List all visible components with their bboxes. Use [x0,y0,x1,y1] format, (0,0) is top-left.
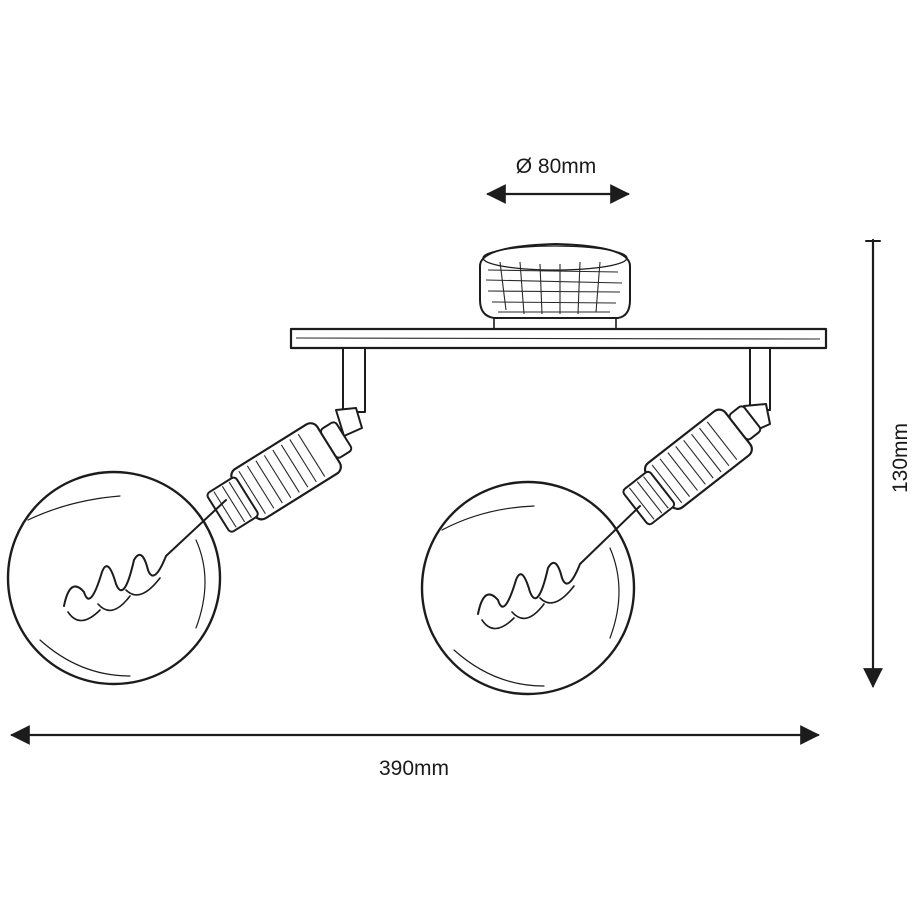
right-socket [622,405,762,526]
diameter-label: Ø 80mm [516,155,597,178]
left-spotlight [6,347,366,686]
height-dimension: 130mm [863,238,912,688]
left-stem [342,347,366,413]
diameter-dimension: Ø 80mm [486,155,630,204]
height-label: 130mm [889,423,912,493]
mounting-bar [289,327,828,350]
right-spotlight [420,347,771,696]
width-label: 390mm [379,757,449,780]
left-socket [206,421,353,533]
right-stem [749,347,771,411]
width-dimension: 390mm [10,725,820,780]
ceiling-canopy [479,243,631,329]
